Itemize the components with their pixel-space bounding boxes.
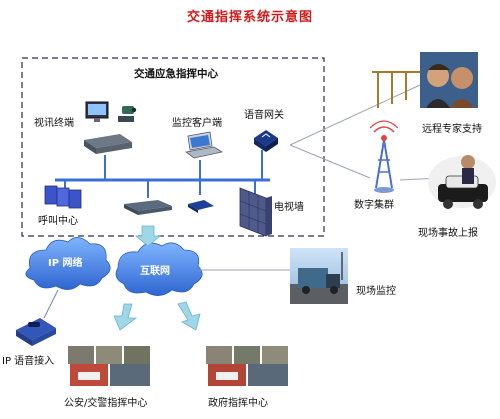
- gov-center-photos: [206, 346, 288, 386]
- diagram-title: 交通指挥系统示意图: [186, 10, 313, 25]
- arrow-internet-gov: [177, 301, 201, 331]
- site-monitoring-photo: [290, 248, 348, 304]
- internet-label: 互联网: [140, 266, 170, 277]
- video-terminal-label: 视讯终端: [34, 118, 74, 129]
- link-gateway-trunking: [289, 144, 371, 179]
- call-center-label: 呼叫中心: [38, 216, 78, 227]
- monitor-icon: [85, 101, 109, 122]
- radio-tower-icon: [369, 120, 399, 193]
- remote-experts-label: 远程专家支持: [422, 124, 482, 135]
- ip-network-label: IP 网络: [48, 258, 83, 269]
- video-wall-icon: [239, 187, 272, 237]
- arrow-center-down: [134, 225, 162, 247]
- gov-center-label: 政府指挥中心: [208, 398, 268, 409]
- laptop-icon: [185, 131, 224, 159]
- ip-network-cloud: [25, 237, 111, 290]
- digital-trunking-label: 数字集群: [354, 200, 394, 211]
- phone-icon: [16, 318, 56, 346]
- link-gateway-experts: [289, 84, 421, 146]
- accident-report-label: 现场事故上报: [418, 228, 478, 239]
- monitor-client-label: 监控客户端: [172, 118, 222, 129]
- server-icon: [44, 185, 82, 209]
- switch-icon: [188, 200, 214, 213]
- command-center-box: [21, 57, 325, 237]
- voice-gateway-label: 语音网关: [244, 110, 284, 121]
- modem-icon: [124, 200, 172, 215]
- police-center-label: 公安/交警指挥中心: [64, 398, 148, 409]
- tv-wall-label: 电视墙: [274, 202, 304, 213]
- site-monitoring-label: 现场监控: [356, 286, 396, 297]
- remote-experts-photo: [420, 52, 478, 108]
- gateway-icon: [254, 130, 278, 152]
- camera-icon: [118, 106, 137, 122]
- command-center-label: 交通应急指挥中心: [134, 68, 218, 80]
- router-icon: [84, 134, 132, 154]
- ip-voice-access-label: IP 语音接入: [2, 356, 55, 367]
- accident-report-photo: [428, 155, 496, 209]
- arrow-internet-police: [113, 303, 138, 331]
- link-ipnet-phone: [43, 289, 59, 319]
- antenna-icon: [372, 71, 420, 108]
- police-center-photos: [68, 346, 150, 386]
